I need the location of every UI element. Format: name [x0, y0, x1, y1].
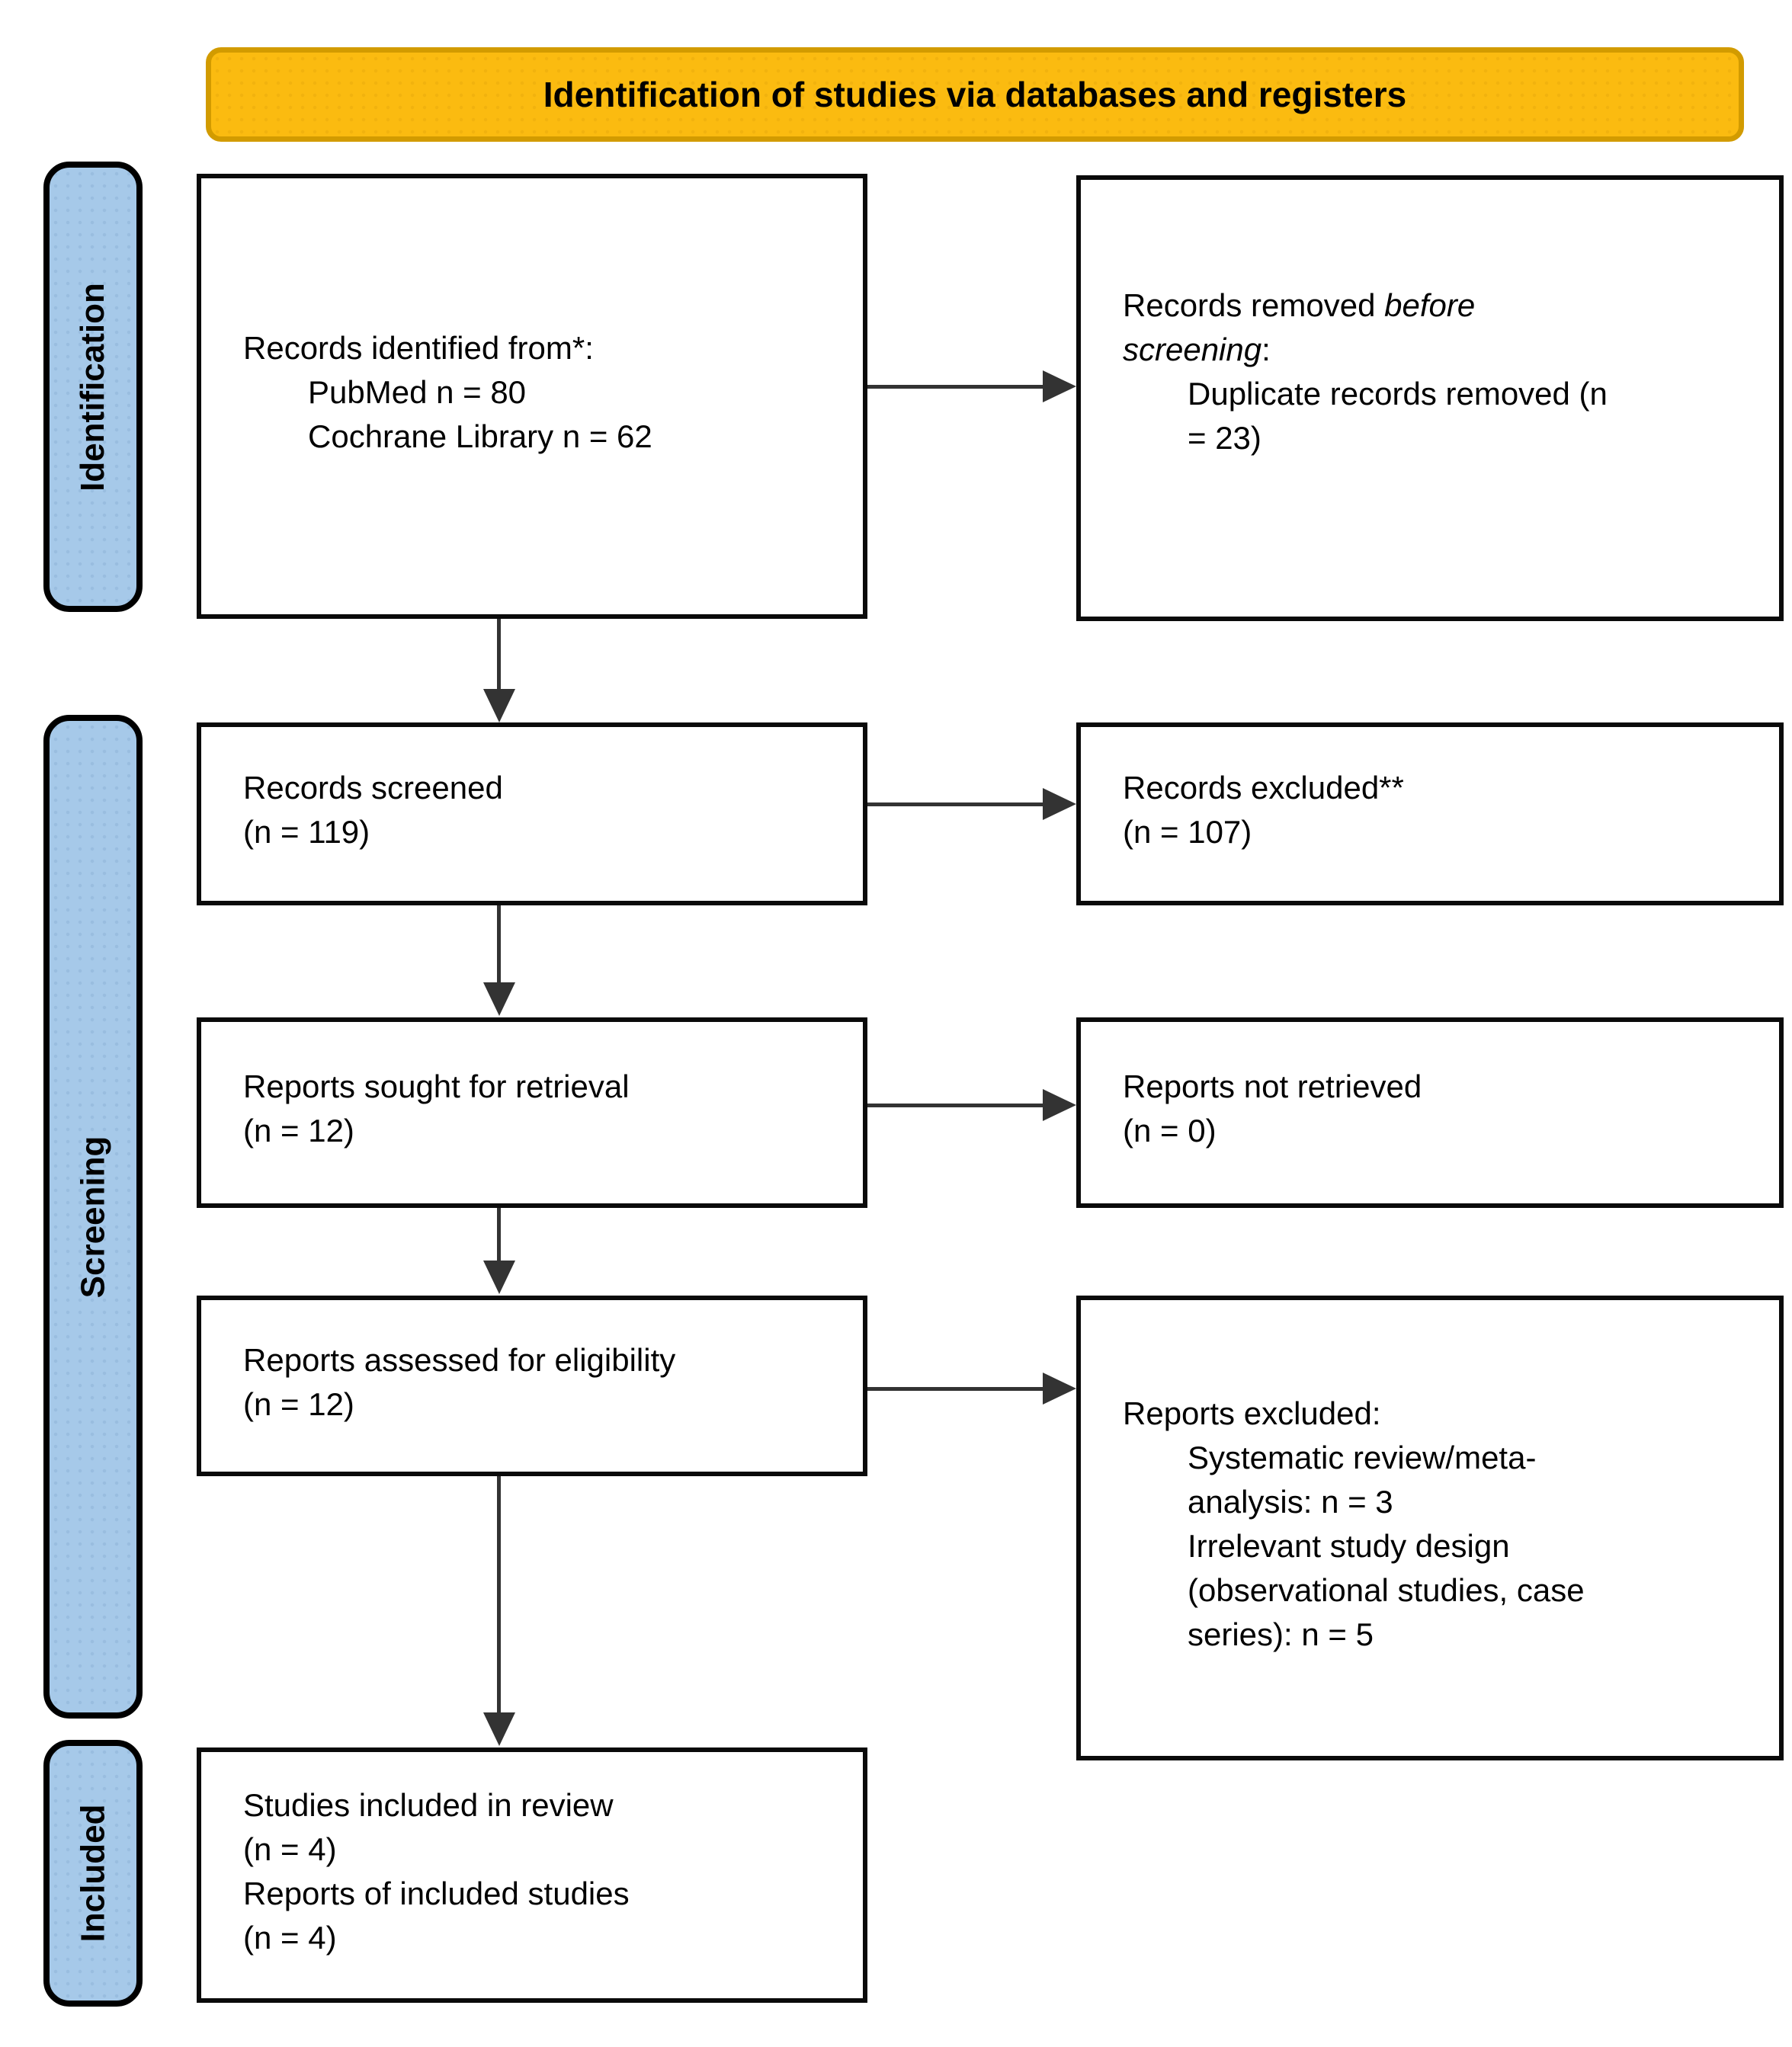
- arrow-head-right-icon: [1043, 1089, 1076, 1121]
- reports-assessed-line: Reports assessed for eligibility: [243, 1341, 676, 1378]
- stage-identification: Identification: [43, 162, 143, 612]
- arrow-head-down-icon: [483, 982, 515, 1016]
- excluded-reason-1-line-1: Systematic review/meta-: [1188, 1440, 1537, 1475]
- arrow-head-right-icon: [1043, 788, 1076, 820]
- reports-not-retrieved-line: Reports not retrieved: [1123, 1068, 1422, 1104]
- stage-identification-label: Identification: [74, 282, 111, 492]
- stage-included: Included: [43, 1740, 143, 2007]
- records-screened-line: Records screened: [243, 770, 503, 806]
- arrow-head-right-icon: [1043, 1373, 1076, 1405]
- box-reports-not-retrieved: Reports not retrieved (n = 0): [1076, 1017, 1784, 1208]
- reports-included-count: (n = 4): [243, 1919, 337, 1956]
- excluded-reason-2-line-2: (observational studies, case: [1188, 1572, 1585, 1608]
- arrow-line: [497, 905, 501, 984]
- arrow-line: [497, 1208, 501, 1264]
- box-reports-assessed: Reports assessed for eligibility (n = 12…: [197, 1296, 867, 1476]
- box-records-removed: Records removed before screening: Duplic…: [1076, 175, 1784, 621]
- box-reports-excluded: Reports excluded: Systematic review/meta…: [1076, 1296, 1784, 1760]
- arrow-line: [497, 619, 501, 692]
- records-excluded-line: Records excluded**: [1123, 770, 1404, 806]
- records-identified-item: PubMed n = 80: [308, 374, 527, 410]
- box-reports-sought: Reports sought for retrieval (n = 12): [197, 1017, 867, 1208]
- records-identified-heading: Records identified from*:: [243, 330, 594, 366]
- reports-included-line: Reports of included studies: [243, 1875, 630, 1911]
- excluded-reason-2-line-1: Irrelevant study design: [1188, 1528, 1510, 1564]
- records-screened-count: (n = 119): [243, 814, 370, 850]
- arrow-line: [497, 1476, 501, 1715]
- reports-not-retrieved-count: (n = 0): [1123, 1113, 1217, 1148]
- reports-sought-line: Reports sought for retrieval: [243, 1068, 630, 1104]
- excluded-reason-1-line-2: analysis: n = 3: [1188, 1484, 1393, 1520]
- box-studies-included: Studies included in review (n = 4) Repor…: [197, 1747, 867, 2003]
- records-identified-item: Cochrane Library n = 62: [308, 418, 652, 454]
- arrow-line: [867, 802, 1046, 806]
- duplicates-removed-line-2: = 23): [1188, 419, 1261, 456]
- stage-included-label: Included: [74, 1804, 111, 1943]
- banner-label: Identification of studies via databases …: [543, 75, 1407, 114]
- excluded-reason-2-line-3: series): n = 5: [1188, 1616, 1374, 1652]
- arrow-line: [867, 1387, 1046, 1391]
- arrow-head-down-icon: [483, 1261, 515, 1294]
- box-records-screened: Records screened (n = 119): [197, 722, 867, 905]
- stage-screening: Screening: [43, 715, 143, 1719]
- reports-excluded-heading: Reports excluded:: [1123, 1395, 1381, 1431]
- arrow-line: [867, 1104, 1046, 1107]
- box-records-identified: Records identified from*: PubMed n = 80 …: [197, 174, 867, 619]
- banner-identification-via-databases: Identification of studies via databases …: [206, 47, 1744, 142]
- records-excluded-count: (n = 107): [1123, 814, 1252, 850]
- studies-included-line: Studies included in review: [243, 1786, 614, 1823]
- studies-included-count: (n = 4): [243, 1831, 337, 1867]
- records-removed-heading-line-1: Records removed before: [1123, 287, 1476, 323]
- box-records-excluded: Records excluded** (n = 107): [1076, 722, 1784, 905]
- duplicates-removed-line-1: Duplicate records removed (n: [1188, 375, 1608, 412]
- arrow-line: [867, 385, 1046, 389]
- stage-screening-label: Screening: [74, 1136, 111, 1298]
- arrow-head-down-icon: [483, 1712, 515, 1746]
- reports-sought-count: (n = 12): [243, 1113, 354, 1148]
- reports-assessed-count: (n = 12): [243, 1385, 354, 1422]
- arrow-head-down-icon: [483, 689, 515, 722]
- records-removed-heading-line-2: screening:: [1123, 331, 1271, 367]
- arrow-head-right-icon: [1043, 370, 1076, 402]
